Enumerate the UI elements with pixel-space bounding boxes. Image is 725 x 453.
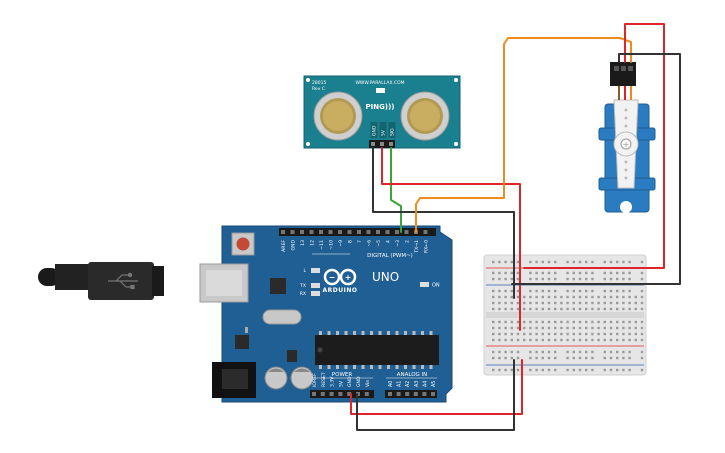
wire-black-servo-ground (511, 53, 681, 285)
digital-pin-label: AREF (281, 240, 287, 252)
digital-pin-label: ~9 (338, 240, 344, 247)
analog-pin-label: A2 (405, 381, 411, 387)
sensor-model: 28015 (312, 80, 326, 86)
digital-pin-label: ~3 (395, 240, 401, 247)
led-label-l: L (303, 268, 306, 274)
wire-black-arduino-gnd (356, 359, 515, 431)
wire-green-signal (390, 147, 402, 233)
breadboard (483, 254, 647, 376)
wire-black-sensor-ground (372, 147, 515, 299)
ping-ultrasonic-sensor: 28015 Rev C WWW.PARALLAX.COM PING))) GND… (303, 75, 461, 149)
svg-text:−: − (329, 273, 336, 282)
digital-pin-label: 12 (310, 240, 316, 246)
analog-pin-label: A0 (388, 381, 394, 387)
power-section-label: POWER (332, 372, 353, 378)
sensor-revision: Rev C (312, 86, 325, 92)
analog-pin-label: A4 (422, 381, 428, 387)
analog-pin-label: A5 (431, 381, 437, 387)
power-pin-label: Vin (365, 380, 371, 387)
reset-button (236, 237, 250, 251)
digital-pin-label: TX→1 (414, 240, 420, 254)
led-label-rx: RX (300, 291, 306, 297)
svg-text:+: + (623, 140, 630, 149)
digital-pin-label: RX←0 (424, 240, 430, 253)
wire-red-servo-power (523, 23, 665, 269)
led-label-tx: TX (299, 283, 306, 289)
wires (350, 23, 681, 431)
digital-pin-label: 4 (386, 240, 392, 243)
sensor-brand: PING))) (366, 103, 395, 111)
digital-pin-label: ~5 (376, 240, 382, 247)
power-pin-label: RESET (321, 372, 327, 387)
usb-cable (38, 262, 164, 300)
digital-pin-label: ~6 (367, 240, 373, 247)
analog-header (385, 390, 437, 398)
on-label: ON (432, 283, 440, 289)
digital-pin-label: 13 (300, 240, 306, 246)
digital-pin-label: GND (291, 240, 297, 251)
breadboard-holes (492, 260, 644, 372)
power-pin-label: IOREF (312, 373, 318, 387)
sensor-url: WWW.PARALLAX.COM (355, 80, 404, 86)
analog-pin-label: A3 (414, 381, 420, 387)
svg-text:+: + (345, 273, 352, 282)
sensor-pin-label: SIG (390, 128, 396, 136)
digital-pin-label: 2 (405, 240, 411, 243)
sensor-pin-label: GND (372, 125, 378, 136)
analog-section-label: ANALOG IN (397, 372, 428, 378)
sensor-pin-label: 5V (381, 129, 387, 136)
digital-section-label: DIGITAL (PWM~) (367, 253, 413, 259)
power-pin-label: 5V (338, 380, 344, 387)
digital-pin-label: 7 (357, 240, 363, 243)
power-pin-label: GND (347, 376, 353, 387)
wire-red-sensor-power (381, 147, 521, 331)
board-model: UNO (372, 270, 399, 284)
digital-pin-label: ~11 (319, 240, 325, 250)
wire-red-arduino-5v (350, 359, 523, 415)
wire-orange-servo-signal (415, 37, 632, 233)
usb-icon (108, 272, 138, 290)
arduino-logo-text: ARDUINO (323, 287, 358, 294)
micro-servo: + (598, 62, 656, 213)
power-pin-label: 3.3V (330, 376, 336, 387)
atmega-chip (315, 331, 439, 369)
digital-pin-label: ~10 (329, 240, 335, 250)
analog-pin-label: A1 (397, 381, 403, 387)
digital-pin-label: 8 (348, 240, 354, 243)
power-pin-label: GND (356, 376, 362, 387)
arduino-logo-icon (323, 268, 357, 286)
